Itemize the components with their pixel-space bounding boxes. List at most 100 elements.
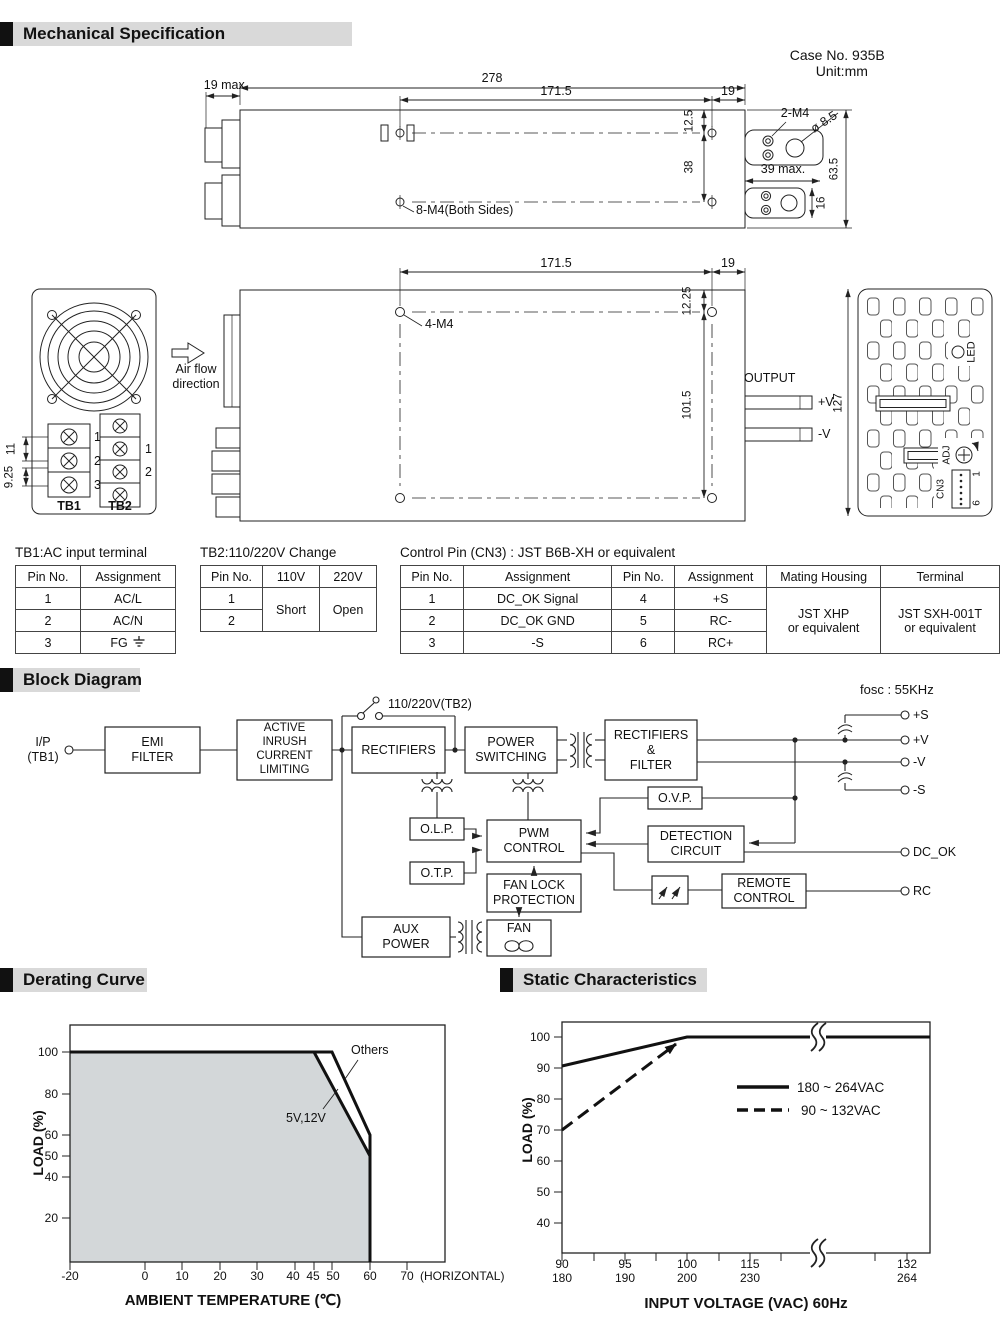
tb2-label: TB2 <box>108 499 132 513</box>
current-transformer-icon <box>421 772 453 818</box>
dim-63-5: 63.5 <box>828 157 841 181</box>
derating-xtick: 45 <box>306 1269 320 1283</box>
tb2-110v-cell: Short <box>262 587 320 632</box>
cn3-table-title: Control Pin (CN3) : JST B6B-XH or equiva… <box>400 545 676 560</box>
col-header: Assignment <box>462 565 613 588</box>
col-header: Mating Housing <box>766 565 882 588</box>
legend-solid-label: 180 ~ 264VAC <box>797 1080 885 1095</box>
static-xtick-vac: 200 <box>676 1271 698 1285</box>
inrush-box-label: ACTIVE INRUSH CURRENT LIMITING <box>256 722 313 776</box>
derating-heading-label: Derating Curve <box>23 970 145 989</box>
table-row: 3 FG <box>15 631 176 654</box>
note-8-m4: 8-M4(Both Sides) <box>416 203 514 217</box>
derating-xlabel: AMBIENT TEMPERATURE (℃) <box>124 1292 342 1309</box>
otp-box-label: O.T.P. <box>420 865 454 880</box>
unit-label: Unit:mm <box>815 63 868 80</box>
derating-xtick: 60 <box>363 1269 377 1283</box>
dim-19-side: 19 <box>721 84 735 98</box>
static-xtick-vac: 132 <box>896 1257 918 1271</box>
terminal-plus-v: +V <box>913 733 929 747</box>
tb2-table: Pin No. 110V 220V 1 Short Open 2 <box>200 565 377 632</box>
air-flow-arrow-icon <box>171 342 205 364</box>
led-label: LED <box>965 341 978 363</box>
table-row: 1 Short Open <box>200 587 377 632</box>
note-4-m4: 4-M4 <box>425 317 454 331</box>
col-header: Pin No. <box>200 565 263 588</box>
fosc-label: fosc : 55KHz <box>860 682 934 697</box>
derating-xtick: 10 <box>175 1269 189 1283</box>
aux-power-box-label: AUX POWER <box>382 922 430 951</box>
dim-11: 11 <box>5 443 18 455</box>
terminal-dc-ok: DC_OK <box>913 845 957 859</box>
static-xtick-vac: 100 <box>676 1257 698 1271</box>
mounting-bracket-detail <box>744 109 852 229</box>
col-header: Assignment <box>80 565 176 588</box>
detection-box-label: DETECTION CIRCUIT <box>659 829 733 858</box>
cn3-pin1-label: 1 <box>971 471 983 477</box>
dim-127: 127 <box>832 393 845 413</box>
derating-plot <box>62 1024 446 1270</box>
col-header: Terminal <box>880 565 1000 588</box>
heading-square-icon <box>0 968 13 992</box>
dim-12-5: 12.5 <box>683 109 696 133</box>
static-ytick: 90 <box>536 1061 550 1075</box>
cn3-pin6-label: 6 <box>971 500 983 506</box>
section-heading-mechanical: Mechanical Specification <box>0 22 352 46</box>
derating-x-suffix: (HORIZONTAL) <box>420 1269 505 1283</box>
input-terminal-label: I/P (TB1) <box>27 735 59 764</box>
mating-housing-cell: JST XHP or equivalent <box>766 587 882 654</box>
derating-ytick: 60 <box>44 1128 58 1142</box>
static-xtick-vac: 190 <box>614 1271 636 1285</box>
static-xtick-vac: 95 <box>618 1257 632 1271</box>
tb1-pin1: 1 <box>94 430 101 444</box>
fan-blade-icon <box>504 940 534 952</box>
case-info: Case No. 935B Unit:mm <box>782 31 885 79</box>
legend-dashed-label: 90 ~ 132VAC <box>801 1103 881 1118</box>
minus-v-busbar-label: -V <box>818 427 831 441</box>
static-xtick-vac: 264 <box>896 1271 918 1285</box>
derating-ytick: 20 <box>44 1211 58 1225</box>
col-header: 220V <box>319 565 377 588</box>
plus-v-busbar-label: +V <box>818 395 834 409</box>
derating-label-others: Others <box>351 1043 389 1057</box>
terminal-minus-s: -S <box>913 783 926 797</box>
static-ytick: 80 <box>536 1092 550 1106</box>
col-header: Pin No. <box>400 565 464 588</box>
tb1-terminal-block <box>47 423 91 498</box>
fg-label: FG <box>110 635 128 650</box>
heading-square-icon <box>500 968 513 992</box>
derating-xtick: 30 <box>250 1269 264 1283</box>
derating-label-5v12v: 5V,12V <box>286 1111 326 1125</box>
col-header: 110V <box>262 565 320 588</box>
static-ytick: 100 <box>529 1030 550 1044</box>
derating-xtick: 40 <box>286 1269 300 1283</box>
tb2-terminal-block <box>99 413 141 508</box>
side-view-drawing <box>204 84 746 229</box>
dim-19max: 19 max. <box>203 78 249 92</box>
static-xtick-vac: 115 <box>740 1257 760 1271</box>
note-2-m4: 2-M4 <box>780 106 810 120</box>
derating-xtick: -20 <box>61 1269 79 1283</box>
rectifiers-box-label: RECTIFIERS <box>361 742 436 757</box>
derating-ylabel: LOAD (%) <box>30 1110 46 1176</box>
airflow-text-1: Air flow <box>175 362 217 376</box>
static-plot <box>554 1021 931 1268</box>
remote-control-box-label: REMOTE CONTROL <box>733 876 795 905</box>
derating-xtick: 0 <box>141 1269 149 1283</box>
col-header: Pin No. <box>611 565 676 588</box>
main-transformer-icon <box>557 732 605 768</box>
table-row: 2 <box>200 609 377 632</box>
terminal-plus-s: +S <box>913 708 929 722</box>
dim-278: 278 <box>481 71 503 85</box>
static-xtick-vac: 90 <box>555 1257 569 1271</box>
output-label: OUTPUT <box>744 371 796 385</box>
dim-9-25: 9.25 <box>3 465 16 489</box>
derating-xtick: 70 <box>400 1269 414 1283</box>
tb2-220v-cell: Open <box>319 587 377 632</box>
static-ytick: 40 <box>536 1216 550 1230</box>
derating-ytick: 100 <box>37 1045 58 1059</box>
tb1-pin3: 3 <box>94 478 101 492</box>
